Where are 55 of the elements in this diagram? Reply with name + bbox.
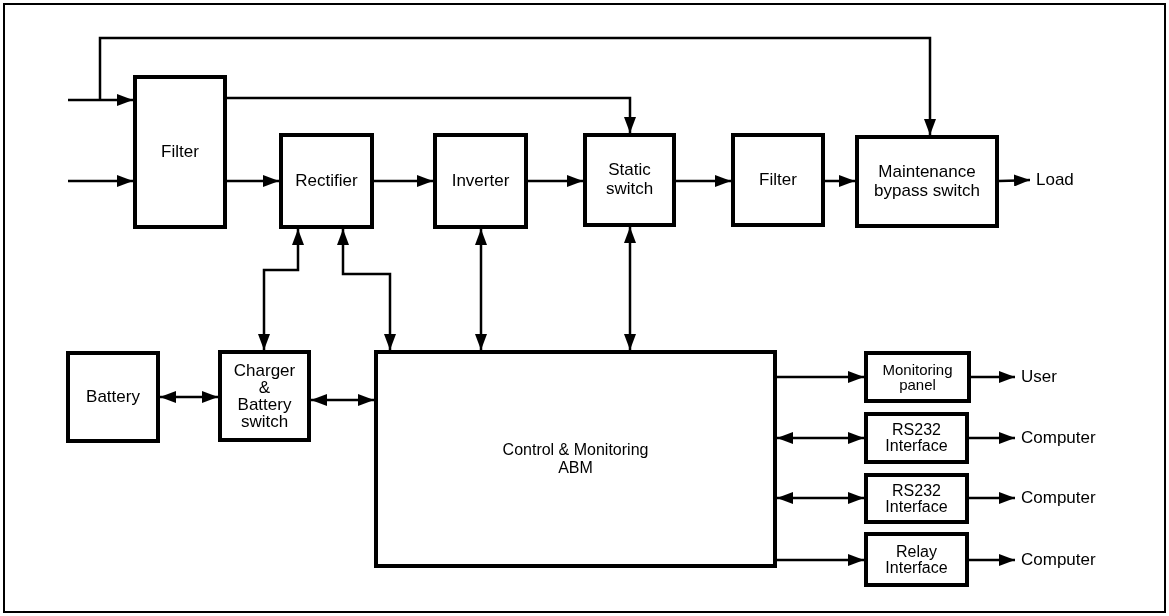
connector-arrow <box>258 229 304 350</box>
block-box <box>864 351 971 403</box>
connector-arrow <box>777 554 864 566</box>
connector-arrow <box>160 391 218 403</box>
block-box <box>133 75 227 229</box>
block-box <box>583 133 676 227</box>
block-label: Inverter <box>451 171 510 191</box>
connector-arrow <box>825 175 855 187</box>
connector-arrow <box>68 175 133 187</box>
block-label: Static switch <box>604 161 655 199</box>
connector-arrow <box>311 394 374 406</box>
connector-arrow <box>998 174 1031 187</box>
block-box <box>374 350 777 568</box>
output-label: Computer <box>1015 547 1115 573</box>
connector-arrow <box>676 175 731 187</box>
connector-arrow <box>969 492 1015 504</box>
block-label: Filter <box>759 170 797 190</box>
connector-arrow <box>777 492 864 504</box>
connector-arrow <box>777 432 864 444</box>
connector-arrow <box>98 36 936 135</box>
block-box <box>218 350 311 442</box>
connector-arrow <box>337 229 396 350</box>
connector-arrow <box>624 227 636 350</box>
block-label: Rectifier <box>295 171 358 191</box>
block-label: RS232 Interface <box>884 482 949 515</box>
block-label: Charger & Battery switch <box>232 362 297 430</box>
connector-arrow <box>971 371 1015 383</box>
block-box <box>864 412 969 464</box>
block-box <box>855 135 999 228</box>
connector-arrow <box>68 94 133 106</box>
connector-arrow <box>374 175 433 187</box>
block-label: Monitoring panel <box>881 362 954 392</box>
connector-arrow <box>969 554 1015 566</box>
connector-arrow <box>777 371 864 383</box>
connector-arrow <box>227 175 279 187</box>
connector-arrow <box>227 96 636 133</box>
block-box <box>731 133 825 227</box>
block-label: RS232 Interface <box>884 422 949 454</box>
output-label: Load <box>1030 167 1096 193</box>
block-label: Control & Monitoring ABM <box>501 441 650 477</box>
block-box <box>864 532 969 587</box>
block-box <box>279 133 374 229</box>
block-label: Maintenance bypass switch <box>873 162 981 201</box>
block-label: Filter <box>161 142 199 162</box>
connector-arrow <box>528 175 583 187</box>
block-label: Relay Interface <box>884 543 949 576</box>
block-box <box>864 473 969 524</box>
block-label: Battery <box>86 387 140 407</box>
output-label: Computer <box>1015 425 1115 451</box>
block-box <box>433 133 528 229</box>
connector-arrow <box>475 229 487 350</box>
output-label: User <box>1015 364 1075 390</box>
connector-arrow <box>969 432 1015 444</box>
output-label: Computer <box>1015 485 1115 511</box>
block-box <box>66 351 160 443</box>
